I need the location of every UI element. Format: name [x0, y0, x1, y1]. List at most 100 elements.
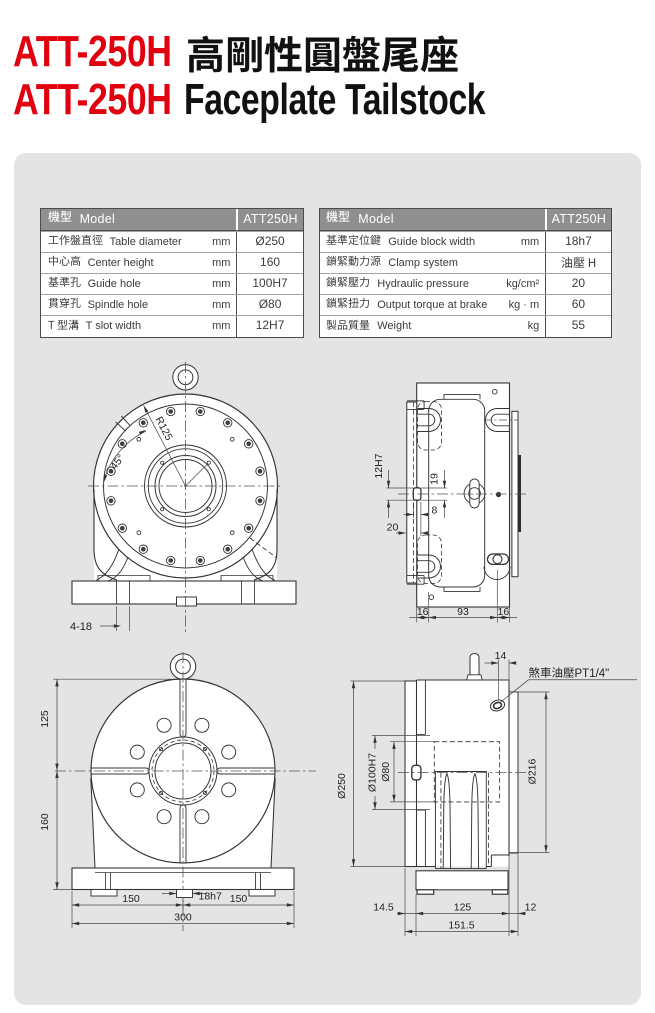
label-zh	[48, 235, 103, 246]
header-model-value: ATT250H	[236, 209, 302, 231]
dim-300: 300	[174, 912, 192, 924]
spec-label-zh-wrap: 中心高	[48, 253, 81, 273]
drawing-side-view-top: 12H7 19 8 20 16 93 16	[373, 382, 527, 623]
spec-unit: mm	[212, 299, 231, 312]
label-zh	[48, 298, 81, 309]
spec-label-en: Guide block width	[388, 236, 476, 249]
spec-unit: mm	[212, 236, 231, 249]
header-model-en: Model	[358, 212, 394, 226]
header-model-zh	[326, 211, 350, 223]
dim-125-b: 125	[454, 902, 472, 914]
dim-160: 160	[39, 813, 51, 831]
spec-name-cell: 貫穿孔 Spindle hole mm	[41, 295, 236, 315]
title-model-1: ATT-250H	[12, 27, 172, 76]
dim-16-left: 16	[417, 606, 429, 618]
brake-port-label-zh	[528, 667, 574, 678]
label-zh	[48, 256, 80, 267]
spec-name-cell: 基準定位鍵 Guide block width mm	[320, 232, 546, 252]
spec-unit: mm	[212, 257, 231, 270]
spec-label-zh-wrap: 基準定位鍵	[326, 232, 381, 252]
title-model-2: ATT-250H	[12, 75, 172, 124]
spec-unit: kg · m	[508, 299, 540, 312]
spec-label-en: T slot width	[85, 320, 142, 333]
spec-row: 中心高 Center height mm 160	[41, 252, 303, 274]
spec-row: 基準定位鍵 Guide block width mm 18h7	[319, 231, 611, 253]
spec-label-zh-wrap: T 型溝	[47, 316, 79, 336]
dim-12: 12	[525, 902, 537, 914]
dim-4-18: 4-18	[70, 621, 92, 633]
label-zh	[326, 235, 381, 246]
spec-name-cell: 中心高 Center height mm	[41, 253, 236, 273]
spec-value: 油壓 H	[545, 253, 611, 274]
spec-label-zh-wrap: 工作盤直徑	[48, 232, 103, 252]
spec-row: 鎖緊扭力 Output torque at brake kg · m 60	[319, 294, 611, 316]
spec-label-zh-wrap: 製品質量	[326, 316, 370, 336]
spec-name-cell: 鎖緊壓力 Hydraulic pressure kg/cm²	[320, 274, 546, 294]
label-zh	[47, 277, 81, 288]
dim-19: 19	[429, 473, 441, 485]
spec-label-en: Output torque at brake	[377, 299, 488, 312]
dim-150-right: 150	[230, 893, 248, 905]
dim-dia100h7: Ø100H7	[366, 753, 378, 792]
dim-18h7: 18h7	[199, 891, 223, 903]
title-en-wrap: Faceplate Tailstock	[183, 75, 573, 124]
spec-value: 55	[545, 316, 611, 337]
spec-value: 20	[545, 274, 611, 295]
label-zh	[326, 256, 381, 267]
header-model-en: Model	[79, 212, 116, 226]
spec-label-zh-wrap: 貫穿孔	[48, 295, 81, 315]
spec-label-en: Guide hole	[87, 278, 141, 291]
spec-name-cell: 基準孔 Guide hole mm	[41, 274, 236, 294]
spec-value: Ø250	[236, 232, 302, 253]
spec-name-cell: 鎖緊動力源 Clamp system	[320, 253, 546, 273]
header-model-value: ATT250H	[545, 209, 611, 231]
spec-unit: mm	[212, 278, 231, 291]
header-model-zh-wrap: 機型	[47, 209, 72, 230]
spec-label-en: Hydraulic pressure	[377, 278, 469, 291]
spec-label-en: Spindle hole	[87, 299, 149, 312]
spec-table-header: 機型 Model ATT250H	[319, 209, 611, 232]
dim-14: 14	[495, 650, 507, 662]
dim-125: 125	[39, 710, 51, 728]
spec-value: 160	[236, 253, 302, 274]
spec-name-cell: 製品質量 Weight kg	[320, 316, 546, 336]
dim-14-5: 14.5	[373, 902, 394, 914]
dim-dia216: Ø216	[527, 758, 539, 784]
spec-label-en: Table diameter	[109, 236, 182, 249]
spec-unit: mm	[212, 320, 231, 333]
spec-label-zh-wrap: 基準孔	[47, 274, 81, 294]
spec-table-right: 機型 Model ATT250H 基準定位鍵 Guide block width…	[318, 208, 612, 338]
spec-value-zh	[561, 256, 595, 268]
spec-row: 鎖緊動力源 Clamp system 油壓 H	[319, 252, 611, 274]
spec-row: 基準孔 Guide hole mm 100H7	[41, 273, 303, 295]
spec-row: 工作盤直徑 Table diameter mm Ø250	[41, 231, 303, 253]
label-zh	[326, 319, 370, 330]
title-line-2: ATT-250H	[12, 75, 206, 124]
dim-93: 93	[457, 606, 469, 618]
spec-table-left: 機型 Model ATT250H 工作盤直徑 Table diameter mm…	[40, 208, 304, 338]
dim-dia80: Ø80	[380, 762, 392, 782]
title-line-1: ATT-250H	[12, 27, 206, 76]
drawing-side-view-bottom: 14 煞車油壓 PT1/4" Ø250 Ø100H7 Ø80 Ø216 14.5…	[336, 650, 637, 936]
brake-port-label-zh-text: 煞車油壓	[529, 666, 575, 680]
spec-value: 100H7	[236, 274, 302, 295]
dim-150-left: 150	[122, 893, 140, 905]
spec-value: 18h7	[545, 232, 611, 253]
header-model-zh	[47, 211, 71, 223]
spec-label-en: Center height	[87, 257, 154, 270]
spec-row: T 型溝 T slot width mm 12H7	[41, 315, 303, 337]
drawing-faceplate-front-view: 18h7 125 160 150 150 300	[39, 652, 316, 931]
title-zh-glyphs	[188, 34, 458, 73]
dim-151-5: 151.5	[448, 920, 474, 932]
dim-dia250: Ø250	[336, 773, 348, 799]
spec-name-cell: 工作盤直徑 Table diameter mm	[41, 232, 236, 252]
spec-name-cell: T 型溝 T slot width mm	[41, 316, 236, 336]
spec-label-en: Weight	[377, 320, 412, 333]
header-model-zh-wrap: 機型	[326, 209, 350, 230]
spec-row: 貫穿孔 Spindle hole mm Ø80	[41, 294, 303, 316]
spec-table-header: 機型 Model ATT250H	[41, 209, 303, 232]
dim-8: 8	[432, 505, 438, 517]
title-en: Faceplate Tailstock	[183, 75, 486, 124]
spec-unit: kg/cm²	[506, 278, 540, 291]
